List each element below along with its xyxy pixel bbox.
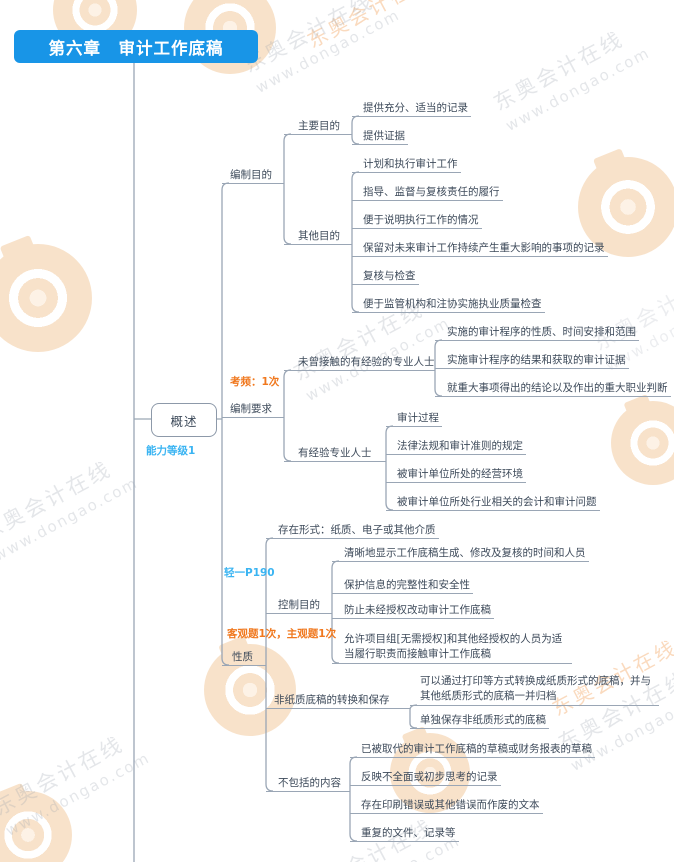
chapter-title-box: 第六章 审计工作底稿 [14,30,258,63]
node-main-purpose: 主要目的 [284,120,352,135]
topic-item: 便于监管机构和注协实施执业质量检查 [352,298,545,313]
node-control-purpose: 控制目的 [266,599,332,614]
topic-item: 清晰地显示工作底稿生成、修改及复核的时间和人员 [332,547,589,562]
topic-item: 实施审计程序的结果和获取的审计证据 [435,354,629,369]
topic-item: 被审计单位所处的经营环境 [386,468,526,483]
topic-item: 存在形式：纸质、电子或其他介质 [266,524,439,539]
topic-item: 便于说明执行工作的情况 [352,214,482,229]
exam-type-badge: 客观题1次，主观题1次 [227,628,337,640]
topic-item: 已被取代的审计工作底稿的草稿或财务报表的草稿 [350,743,595,758]
dongao-logo-watermark [390,733,470,813]
node-other-purpose: 其他目的 [284,230,352,245]
topic-item: 反映不全面或初步思考的记录 [350,771,501,786]
topic-item: 法律法规和审计准则的规定 [386,440,526,455]
frequency-badge: 考频：1次 [230,376,280,388]
topic-item: 防止未经授权改动审计工作底稿 [332,604,494,619]
node-excluded-content: 不包括的内容 [266,777,350,792]
topic-item: 实施的审计程序的性质、时间安排和范围 [435,326,639,341]
chapter-title: 第六章 审计工作底稿 [48,38,224,58]
topic-item: 提供充分、适当的记录 [352,102,471,117]
root-node: 概述 [151,403,217,437]
branch-purpose-label: 编制目的 [222,169,284,184]
branch-nature-label: 性质 [222,651,266,666]
topic-item: 重复的文件、记录等 [350,827,459,842]
topic-item: 指导、监督与复核责任的履行 [352,186,503,201]
node-experienced-professional: 有经验专业人士 [284,447,386,462]
dongao-logo-watermark [0,244,92,352]
dongao-logo-watermark [611,401,674,485]
topic-item: 提供证据 [352,130,408,145]
topic-item: 被审计单位所处行业相关的会计和审计问题 [386,496,600,511]
book-ref-badge: 轻一P190 [224,567,275,579]
topic-item: 存在印刷错误或其他错误而作废的文本 [350,799,543,814]
topic-item: 审计过程 [386,412,442,427]
topic-item: 就重大事项得出的结论以及作出的重大职业判断 [435,382,671,397]
node-unfamiliar-professional: 未曾接触的有经验的专业人士 [284,356,435,371]
topic-item: 计划和执行审计工作 [352,158,461,173]
topic-item: 单独保存非纸质形式的底稿 [410,714,549,729]
topic-item: 保护信息的完整性和安全性 [332,579,473,594]
ability-badge: 能力等级1 [146,445,196,457]
topic-item: 允许项目组[无需授权]和其他经授权的人员为适当履行职责而接触审计工作底稿 [332,632,572,664]
topic-item: 复核与检查 [352,270,419,285]
dongao-logo-watermark [204,644,296,736]
topic-item: 可以通过打印等方式转换成纸质形式的底稿，并与其他纸质形式的底稿一并归档 [410,674,659,706]
topic-item: 保留对未来审计工作持续产生重大影响的事项的记录 [352,242,608,257]
node-conversion-storage: 非纸质底稿的转换和保存 [266,694,410,709]
root-node-label: 概述 [170,413,198,429]
dongao-logo-watermark [578,157,674,257]
branch-requirement-label: 编制要求 [222,403,284,418]
